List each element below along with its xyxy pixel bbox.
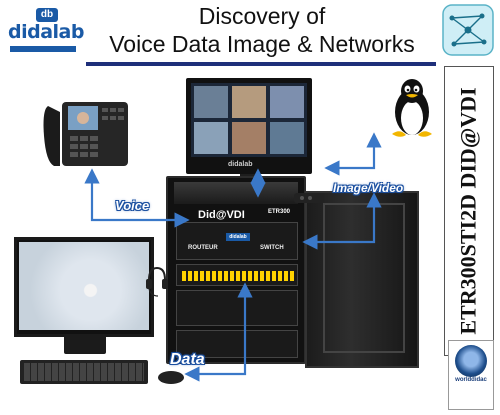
phone-icon (43, 102, 128, 166)
rack-brand: Did@VDI (198, 209, 245, 221)
image-video-label: Image/Video (333, 181, 404, 195)
award-globe-icon (455, 345, 487, 377)
rack-model: ETR300 (268, 209, 291, 215)
keyboard-icon (20, 360, 148, 384)
award-name: worlddidac (455, 377, 487, 383)
network-icon (442, 4, 494, 56)
logo-mark: db (36, 8, 58, 22)
logo-tagline-bar (10, 46, 76, 52)
title-line-2: Voice Data Image & Networks (109, 31, 415, 57)
monitor-brand: didalab (228, 161, 253, 168)
pc-monitor (14, 237, 154, 337)
switch-label: SWITCH (260, 245, 284, 251)
pc-monitor-base (64, 334, 106, 354)
penguin-icon (392, 79, 432, 137)
rack-door (305, 191, 419, 368)
rack-top-unit (174, 182, 298, 204)
pc-monitor-screen (19, 242, 149, 330)
page-title: Discovery of Voice Data Image & Networks (88, 2, 436, 58)
mouse-icon (158, 371, 184, 384)
title-underline (86, 62, 436, 66)
rack-door-window (323, 203, 405, 353)
title-line-1: Discovery of (198, 3, 326, 29)
keyboard-keys (24, 363, 144, 381)
didvdi-rack: Did@VDI ETR300 didalab ROUTEUR SWITCH (166, 176, 306, 364)
router-switch-panel (176, 222, 298, 260)
side-band-text: ETR300STI2D DID@VDI (456, 87, 482, 335)
voice-label: Voice (115, 198, 150, 213)
data-label: Data (170, 351, 205, 368)
patch-ports (182, 271, 294, 281)
remote-icon (294, 193, 324, 203)
image-video-monitor: didalab (186, 78, 312, 174)
lower-panel (176, 290, 298, 326)
award-badge: worlddidac (448, 340, 494, 410)
router-label: ROUTEUR (188, 245, 218, 251)
rack-panel-badge: didalab (226, 233, 250, 241)
side-band (444, 66, 494, 356)
headset-icon (146, 266, 168, 297)
logo-text: didalab (8, 21, 84, 43)
monitor-video-grid (191, 83, 307, 157)
didalab-logo: db didalab (8, 8, 84, 56)
